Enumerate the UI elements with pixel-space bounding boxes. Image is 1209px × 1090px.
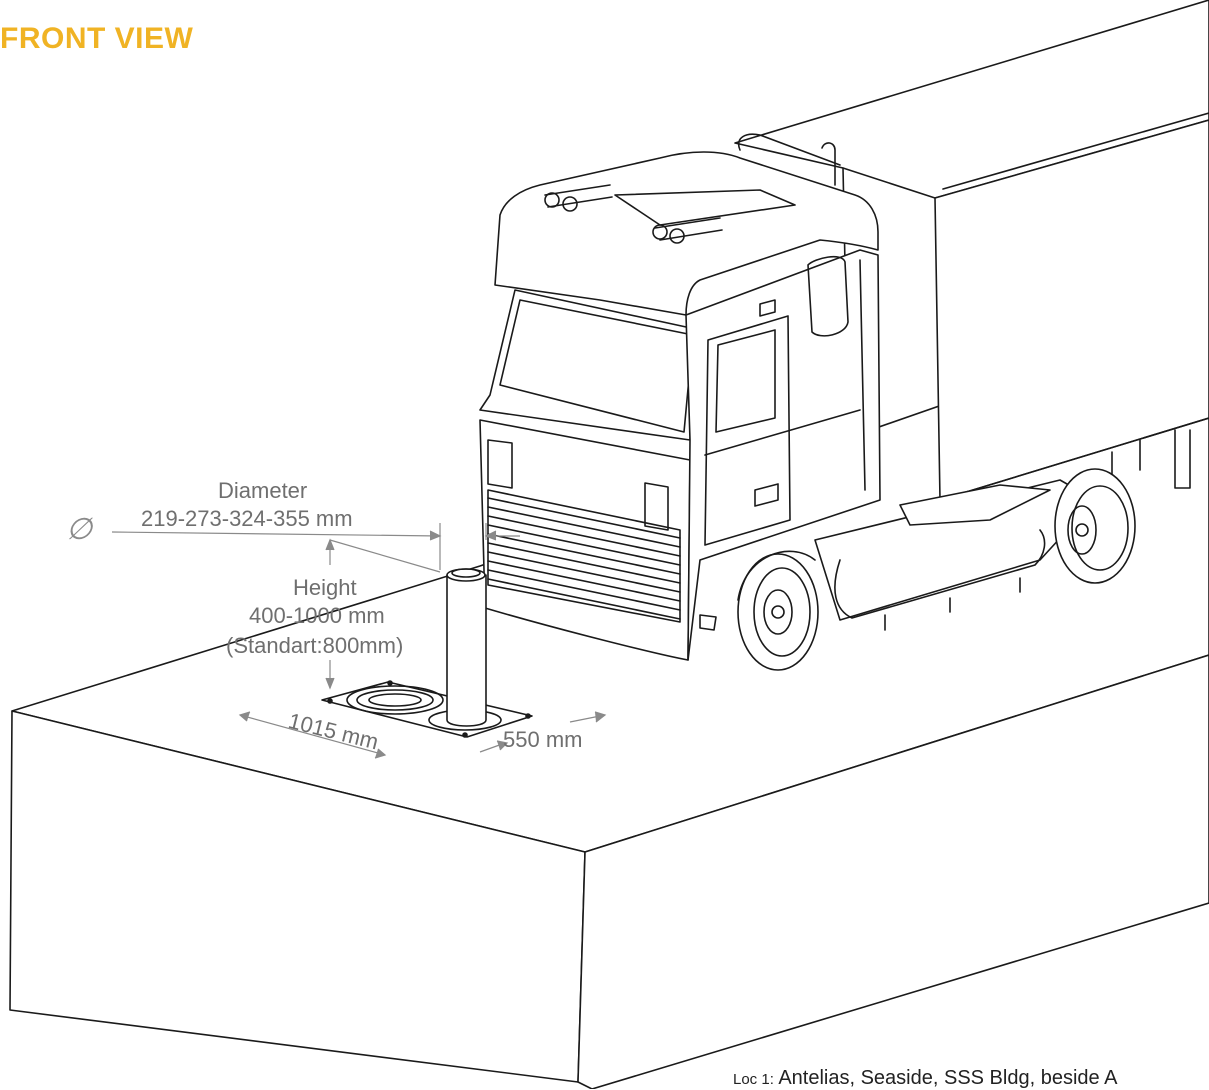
trailer-box xyxy=(734,0,1209,506)
height-standard: (Standart:800mm) xyxy=(226,633,404,658)
rear-wheel xyxy=(1054,468,1136,584)
location-text: Antelias, Seaside, SSS Bldg, beside A xyxy=(778,1067,1118,1089)
height-value: 400-1000 mm xyxy=(249,603,385,628)
location-footer: Loc 1: Antelias, Seaside, SSS Bldg, besi… xyxy=(733,1067,1117,1090)
truck-cab xyxy=(479,133,881,661)
truck-chassis xyxy=(814,479,1096,631)
view-title: FRONT VIEW xyxy=(0,22,194,55)
height-label: Height xyxy=(293,575,357,600)
front-wheel xyxy=(737,550,819,671)
dimension-lines xyxy=(111,523,607,759)
diameter-value: 219-273-324-355 mm xyxy=(141,506,353,531)
plate-width-dimension: 550 mm xyxy=(503,727,583,752)
location-prefix: Loc 1: xyxy=(733,1071,774,1088)
diameter-label: Diameter xyxy=(218,478,308,503)
bollard xyxy=(446,568,487,727)
diameter-symbol: ∅ xyxy=(66,512,93,547)
